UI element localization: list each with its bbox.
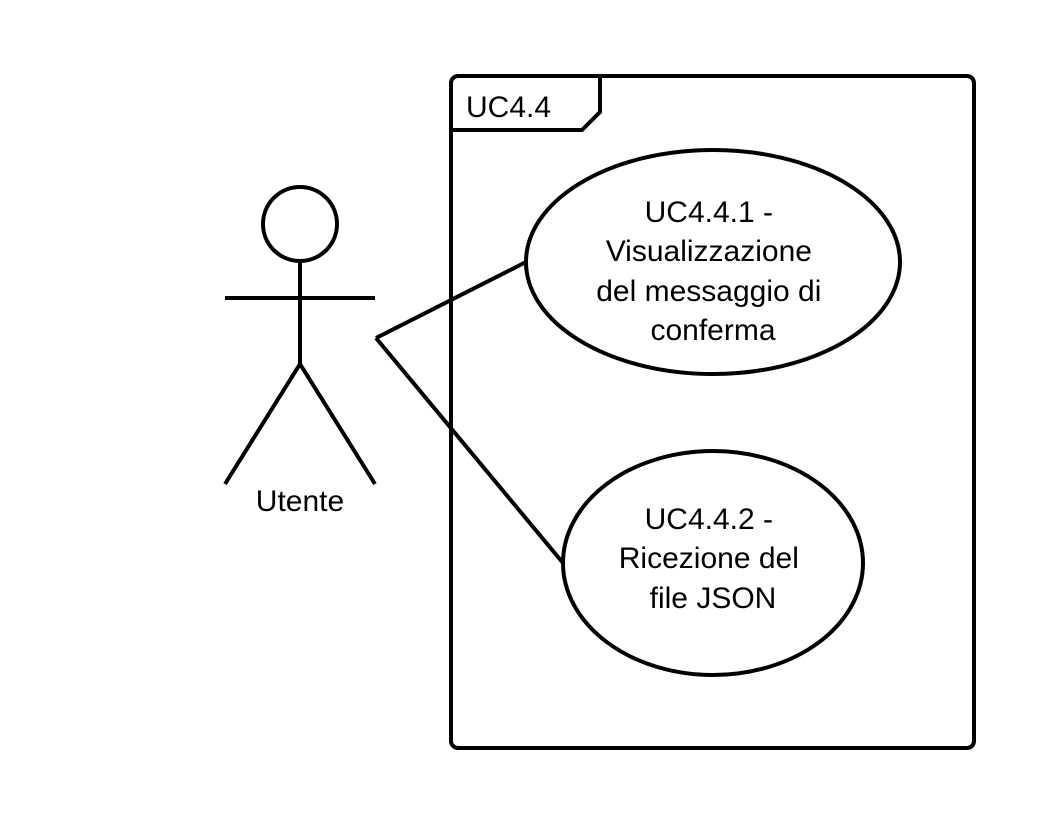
association-line-uc442 [374, 336, 565, 565]
use-case-uc441-line-4: conferma [650, 314, 775, 347]
system-boundary: UC4.4 [449, 74, 976, 750]
actor-right-leg [298, 362, 377, 486]
actor-label: Utente [256, 485, 344, 518]
use-case-uc441-line-1: UC4.4.1 - [645, 196, 773, 229]
use-case-uc442-line-2: Ricezione del [619, 542, 799, 575]
use-case-uc441: UC4.4.1 - Visualizzazione del messaggio … [524, 148, 902, 376]
actor-head [261, 185, 339, 263]
system-boundary-label: UC4.4 [466, 91, 551, 124]
use-case-uc441-ellipse [524, 148, 902, 376]
use-case-uc442-label: UC4.4.2 - Ricezione del file JSON [619, 503, 807, 615]
use-case-uc442: UC4.4.2 - Ricezione del file JSON [561, 449, 865, 677]
use-case-uc441-line-3: del messaggio di [596, 275, 821, 308]
actor-left-leg [223, 362, 302, 486]
use-case-uc442-line-3: file JSON [650, 582, 777, 615]
system-boundary-name-tab [451, 76, 602, 132]
system-boundary-frame [449, 74, 976, 750]
use-case-uc441-label: UC4.4.1 - Visualizzazione del messaggio … [596, 196, 829, 347]
use-case-uc441-line-2: Visualizzazione [606, 235, 812, 268]
use-case-uc442-ellipse [561, 449, 865, 677]
actor-utente: Utente [223, 185, 377, 518]
use-case-uc442-line-1: UC4.4.2 - [645, 503, 773, 536]
